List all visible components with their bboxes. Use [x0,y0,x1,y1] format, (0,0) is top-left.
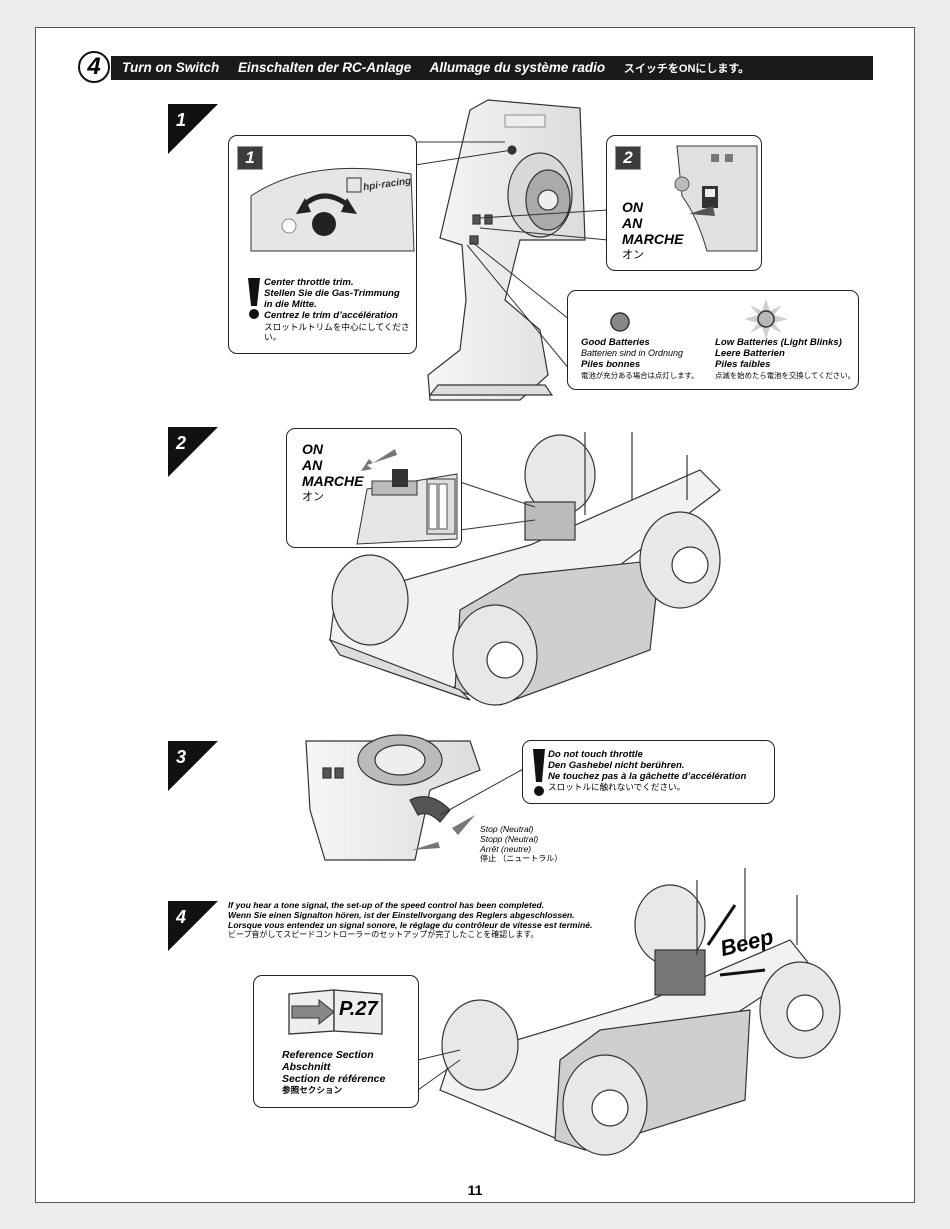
trim-note-en: Center throttle trim. [264,277,354,288]
on-label-de: AN [622,215,643,231]
title-fr: Allumage du système radio [429,60,606,75]
throttle-warning-callout: Do not touch throttle Den Gashebel nicht… [522,740,775,804]
car-speed-control-illustration [439,868,841,1156]
good-battery-jp: 電池が充分ある場合は点灯します。 [581,371,699,380]
step-number-2: 2 [176,433,187,453]
receiver-switch-illustration [356,449,458,545]
low-battery-jp: 点滅を始めたら電池を交換してください。 [715,371,855,380]
low-battery-de: Leere Batterien [715,348,785,359]
good-battery-fr: Piles bonnes [581,359,641,370]
on-label-fr: MARCHE [622,231,684,247]
reference-de: Abschnitt [282,1061,331,1073]
throttle-trim-callout: 1 hpi·racing Center throttle trim. Stell… [228,135,417,354]
good-battery-led-icon [610,312,630,332]
receiver-on-jp: オン [302,491,324,503]
tone-signal-instructions: If you hear a tone signal, the set-up of… [228,900,648,940]
receiver-switch-callout: ON AN MARCHE オン [286,428,462,548]
transmitter-illustration [427,99,586,401]
car-chassis-illustration [328,432,721,706]
battery-led-illustration [610,299,788,339]
receiver-on-en: ON [302,441,323,457]
on-label-jp: オン [622,249,644,261]
good-battery-en: Good Batteries [581,337,650,348]
trim-note-de-2: in die Mitte. [264,299,317,310]
reference-jp: 参照セクション [282,1085,343,1095]
good-battery-de: Batterien sind in Ordnung [581,348,684,358]
receiver-on-fr: MARCHE [302,473,364,489]
title-de: Einschalten der RC-Anlage [238,60,412,75]
step-flag-1 [168,104,218,154]
trim-instructions: Center throttle trim. Stellen Sie die Ga… [264,277,414,342]
reference-fr: Section de référence [282,1073,386,1085]
neutral-labels: Stop (Neutral) Stopp (Neutral) Arrêt (ne… [480,824,562,864]
trim-note-fr: Centrez le trim d’accélération [264,310,398,321]
reference-labels: Reference Section Abschnitt Section de r… [282,1049,385,1095]
power-switch-callout: 2 ON AN MARCHE オン [606,135,762,271]
switch-closeup-illustration [674,145,758,252]
step-number-1: 1 [176,110,187,130]
low-battery-fr: Piles faibles [715,359,771,370]
low-batteries-text: Low Batteries (Light Blinks) Leere Batte… [715,337,857,381]
warning-icon [248,278,260,319]
page-number: 11 [467,1182,483,1198]
low-battery-en: Low Batteries (Light Blinks) [715,337,842,348]
step-number-3: 3 [176,747,187,767]
tone-de: Wenn Sie einen Signalton hören, ist der … [228,910,575,920]
section-number: 4 [78,51,110,83]
tone-fr: Lorsque vous entendez un signal sonore, … [228,920,593,930]
warning-jp: スロットルに触れないでください。 [548,782,686,792]
neutral-fr: Arrêt (neutre) [480,844,532,854]
tone-jp: ビープ音がしてスピードコントローラーのセットアップが完了したことを確認します。 [228,930,539,939]
warning-en: Do not touch throttle [548,749,643,760]
section-title: Turn on Switch Einschalten der RC-Anlage… [122,60,749,76]
callout-badge-1: 1 [237,146,263,170]
reference-en: Reference Section [282,1049,374,1061]
switch-on-labels: ON AN MARCHE オン [622,199,683,263]
warning-icon [533,749,545,796]
title-jp: スイッチをONにします。 [623,63,750,75]
receiver-on-de: AN [302,457,323,473]
good-batteries-text: Good Batteries Batterien sind in Ordnung… [581,337,716,381]
step-flag-3 [168,741,218,791]
throttle-warning-text: Do not touch throttle Den Gashebel nicht… [548,749,774,792]
tone-en: If you hear a tone signal, the set-up of… [228,900,545,910]
warning-de: Den Gashebel nicht berühren. [548,760,685,771]
section-header-bar [111,56,873,80]
reference-page[interactable]: P.27 [339,998,378,1020]
neutral-en: Stop (Neutral) [480,824,534,834]
battery-status-callout: Good Batteries Batterien sind in Ordnung… [567,290,859,390]
low-battery-blink-icon [744,299,788,339]
trim-note-jp: スロットルトリムを中心にしてください。 [264,322,410,342]
throttle-closeup-illustration [305,734,481,861]
trim-note-de-1: Stellen Sie die Gas-Trimmung [264,288,400,299]
receiver-on-labels: ON AN MARCHE オン [302,441,363,505]
reference-section-callout: P.27 Reference Section Abschnitt Section… [253,975,419,1108]
callout-badge-2: 2 [615,146,641,170]
trim-closeup-illustration [250,167,415,252]
step-flag-4 [168,901,218,951]
reference-book-icon [288,989,383,1035]
title-en: Turn on Switch [122,60,220,75]
step-flag-2 [168,427,218,477]
on-label-en: ON [622,199,643,215]
neutral-jp: 停止 （ニュートラル） [480,854,563,863]
warning-fr: Ne touchez pas à la gâchette d’accélérat… [548,771,747,782]
step-number-4: 4 [176,907,187,927]
neutral-de: Stopp (Neutral) [480,834,539,844]
